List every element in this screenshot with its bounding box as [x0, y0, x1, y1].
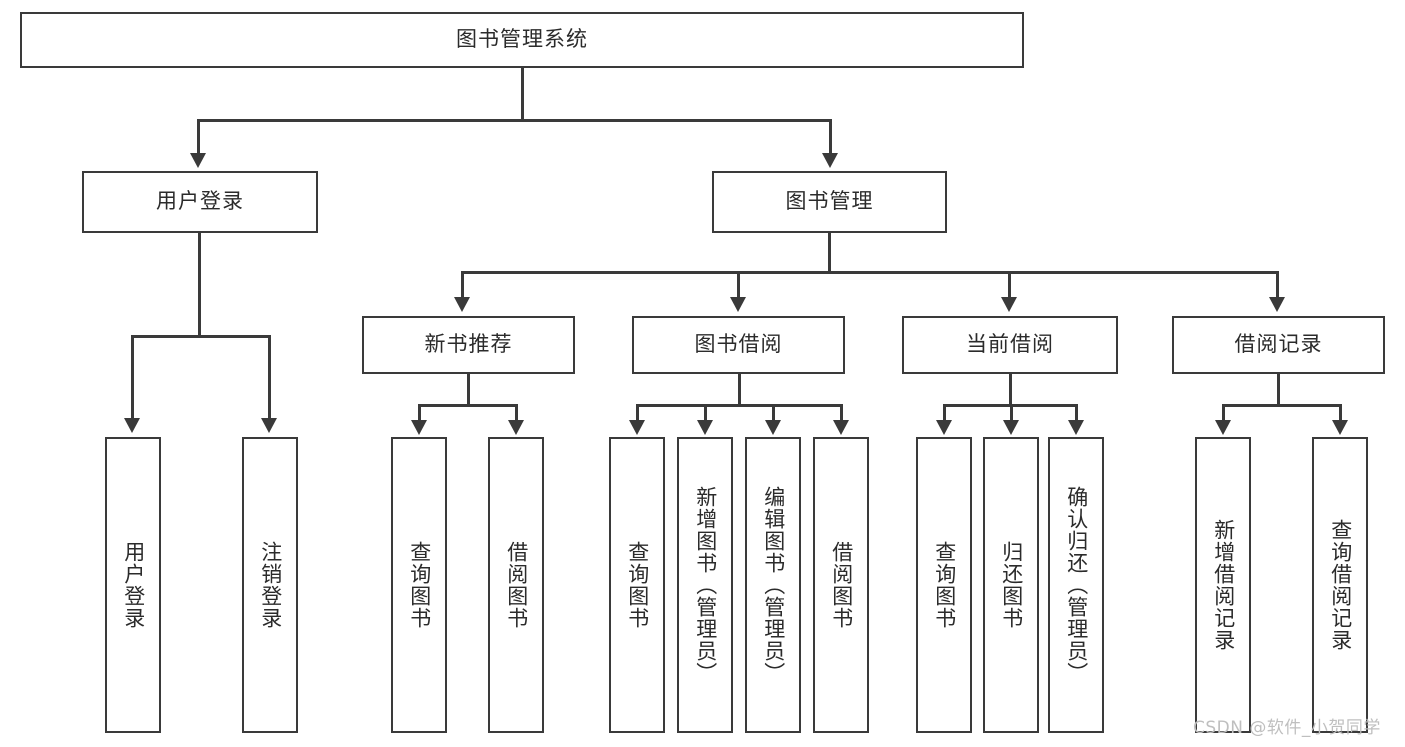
connector-book-manage-drop-3: [1008, 271, 1011, 299]
leaf-query-borrow-record-label: 查询借阅记录: [1328, 519, 1353, 651]
leaf-borrow-book-1-label: 借阅图书: [504, 541, 529, 629]
leaf-query-borrow-record[interactable]: 查询借阅记录: [1312, 437, 1368, 733]
node-borrow-record[interactable]: 借阅记录: [1172, 316, 1385, 374]
node-book-borrow-label: 图书借阅: [694, 332, 783, 357]
arrowhead-new-book-recommend: [454, 297, 470, 312]
connector-borrow-record-bus: [1222, 404, 1341, 407]
leaf-confirm-return-admin[interactable]: 确认归还（管理员）: [1048, 437, 1104, 733]
leaf-edit-book-admin-label: 编辑图书（管理员）: [761, 486, 786, 684]
arrowhead-leaf-borrow-book-2: [833, 420, 849, 435]
connector-root-to-book-manage: [829, 119, 832, 157]
connector-book-borrow-drop-3: [772, 404, 775, 422]
arrowhead-leaf-edit-book-admin: [765, 420, 781, 435]
connector-book-manage-drop-4: [1276, 271, 1279, 299]
connector-new-book-recommend-bus: [418, 404, 518, 407]
connector-current-borrow-stem: [1009, 374, 1012, 406]
connector-book-manage-drop-2: [737, 271, 740, 299]
leaf-add-book-admin-label: 新增图书（管理员）: [693, 486, 718, 684]
arrowhead-leaf-query-borrow-record: [1332, 420, 1348, 435]
connector-book-manage-stem: [828, 233, 831, 273]
leaf-borrow-book-2-label: 借阅图书: [829, 541, 854, 629]
connector-new-book-recommend-stem: [467, 374, 470, 406]
leaf-borrow-book-2[interactable]: 借阅图书: [813, 437, 869, 733]
arrowhead-leaf-borrow-book-1: [508, 420, 524, 435]
node-book-borrow[interactable]: 图书借阅: [632, 316, 845, 374]
leaf-confirm-return-admin-label: 确认归还（管理员）: [1064, 486, 1089, 684]
arrowhead-book-manage: [822, 153, 838, 168]
connector-user-login-drop-1: [131, 335, 134, 420]
leaf-add-borrow-record-label: 新增借阅记录: [1211, 519, 1236, 651]
connector-user-login-bus: [131, 335, 270, 338]
node-borrow-record-label: 借阅记录: [1234, 332, 1323, 357]
connector-new-book-recommend-drop-2: [515, 404, 518, 422]
connector-root-bus: [197, 119, 832, 122]
node-user-login[interactable]: 用户登录: [82, 171, 318, 233]
connector-book-borrow-stem: [738, 374, 741, 406]
node-current-borrow[interactable]: 当前借阅: [902, 316, 1118, 374]
node-current-borrow-label: 当前借阅: [966, 332, 1054, 357]
arrowhead-leaf-query-book-1: [411, 420, 427, 435]
arrowhead-user-login: [190, 153, 206, 168]
connector-book-borrow-drop-1: [636, 404, 639, 422]
watermark: CSDN @软件_小贺同学: [1193, 718, 1381, 738]
node-book-manage-label: 图书管理: [785, 189, 874, 214]
arrowhead-leaf-return-book: [1003, 420, 1019, 435]
leaf-query-book-1[interactable]: 查询图书: [391, 437, 447, 733]
connector-book-manage-bus: [461, 271, 1278, 274]
leaf-logout-login[interactable]: 注销登录: [242, 437, 298, 733]
arrowhead-leaf-confirm-return-admin: [1068, 420, 1084, 435]
arrowhead-current-borrow: [1001, 297, 1017, 312]
connector-book-borrow-drop-4: [840, 404, 843, 422]
connector-root-stem: [521, 68, 524, 120]
leaf-borrow-book-1[interactable]: 借阅图书: [488, 437, 544, 733]
connector-borrow-record-drop-1: [1222, 404, 1225, 422]
leaf-logout-login-label: 注销登录: [258, 541, 283, 629]
leaf-query-book-3-label: 查询图书: [932, 541, 957, 629]
connector-book-borrow-bus: [636, 404, 842, 407]
leaf-add-borrow-record[interactable]: 新增借阅记录: [1195, 437, 1251, 733]
leaf-query-book-3[interactable]: 查询图书: [916, 437, 972, 733]
leaf-edit-book-admin[interactable]: 编辑图书（管理员）: [745, 437, 801, 733]
leaf-query-book-2-label: 查询图书: [625, 541, 650, 629]
node-new-book-recommend-label: 新书推荐: [424, 332, 513, 357]
connector-borrow-record-stem: [1277, 374, 1280, 406]
connector-user-login-stem: [198, 233, 201, 337]
leaf-add-book-admin[interactable]: 新增图书（管理员）: [677, 437, 733, 733]
node-root-label: 图书管理系统: [456, 27, 588, 52]
node-book-manage[interactable]: 图书管理: [712, 171, 947, 233]
leaf-query-book-1-label: 查询图书: [407, 541, 432, 629]
arrowhead-leaf-user-login: [124, 418, 140, 433]
leaf-user-login[interactable]: 用户登录: [105, 437, 161, 733]
node-root[interactable]: 图书管理系统: [20, 12, 1024, 68]
arrowhead-leaf-query-book-3: [936, 420, 952, 435]
connector-current-borrow-drop-2: [1010, 404, 1013, 422]
arrowhead-leaf-add-borrow-record: [1215, 420, 1231, 435]
connector-current-borrow-drop-3: [1075, 404, 1078, 422]
arrowhead-leaf-query-book-2: [629, 420, 645, 435]
connector-new-book-recommend-drop-1: [418, 404, 421, 422]
arrowhead-leaf-add-book-admin: [697, 420, 713, 435]
connector-root-to-user-login: [197, 119, 200, 157]
leaf-query-book-2[interactable]: 查询图书: [609, 437, 665, 733]
connector-borrow-record-drop-2: [1339, 404, 1342, 422]
leaf-return-book-label: 归还图书: [999, 541, 1024, 629]
arrowhead-book-borrow: [730, 297, 746, 312]
connector-book-borrow-drop-2: [704, 404, 707, 422]
connector-current-borrow-drop-1: [943, 404, 946, 422]
connector-user-login-drop-2: [268, 335, 271, 420]
connector-book-manage-drop-1: [461, 271, 464, 299]
arrowhead-borrow-record: [1269, 297, 1285, 312]
node-new-book-recommend[interactable]: 新书推荐: [362, 316, 575, 374]
leaf-return-book[interactable]: 归还图书: [983, 437, 1039, 733]
node-user-login-label: 用户登录: [156, 189, 244, 214]
arrowhead-leaf-logout-login: [261, 418, 277, 433]
leaf-user-login-label: 用户登录: [121, 541, 146, 629]
